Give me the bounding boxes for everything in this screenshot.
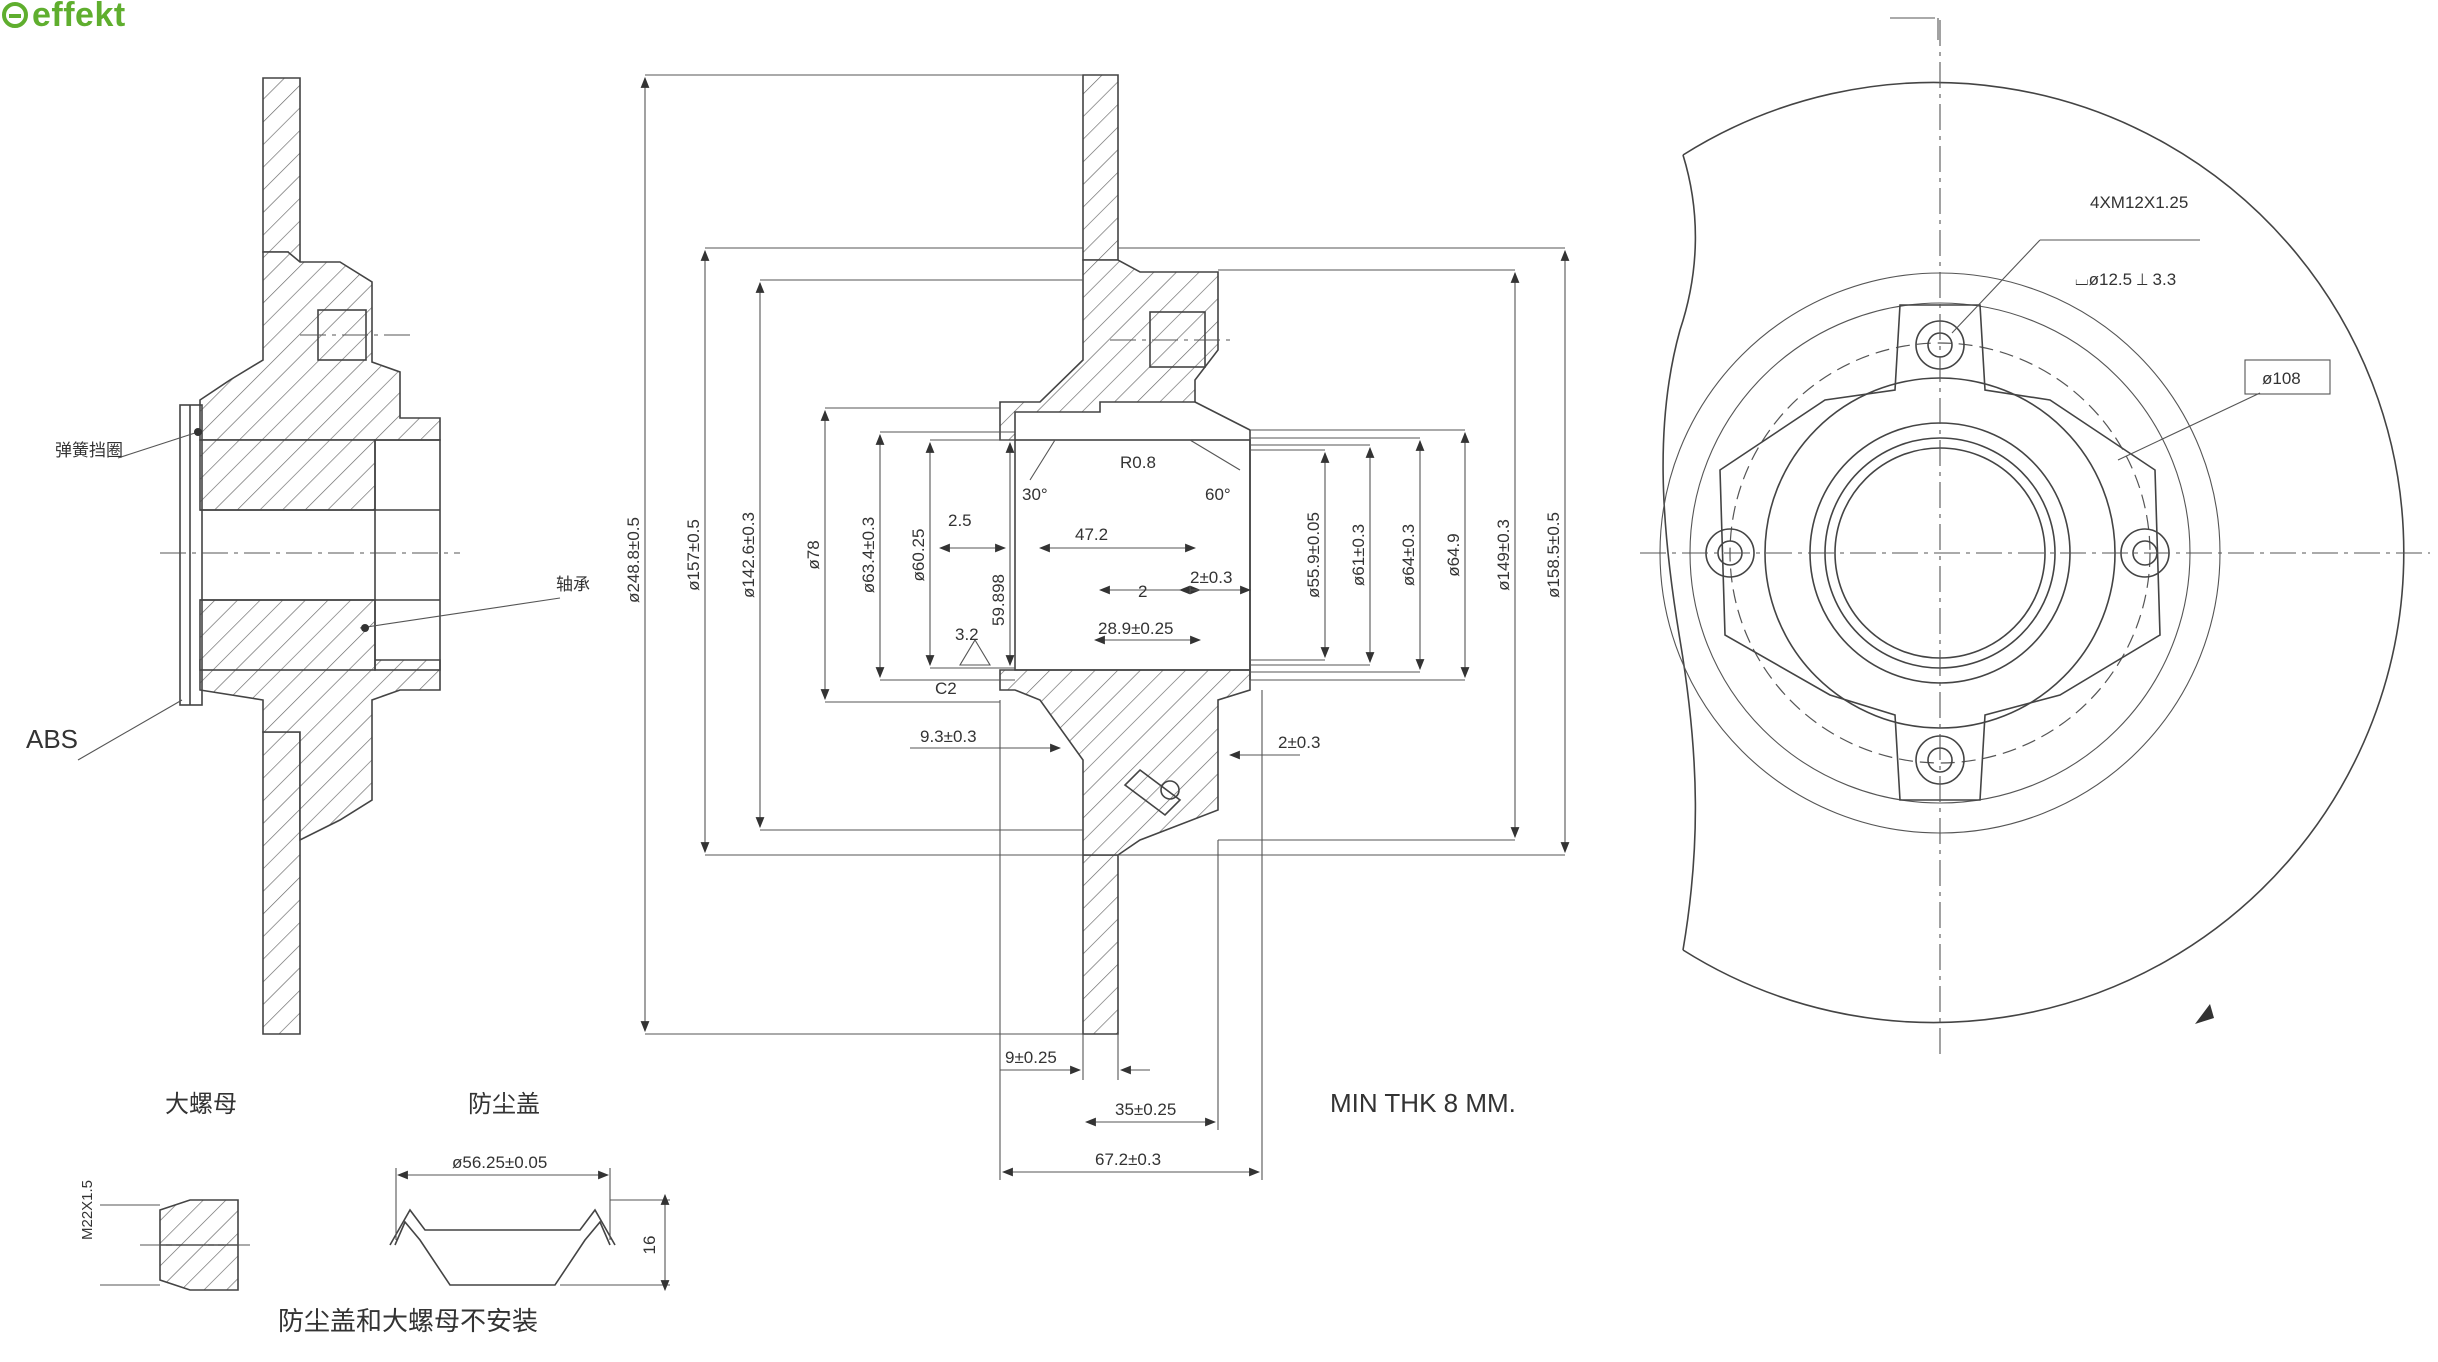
dim-nut: M22X1.5 <box>79 1180 96 1240</box>
label-bearing: 轴承 <box>556 575 590 594</box>
brand-logo: effekt <box>2 0 126 34</box>
dim-l2: 2 <box>1138 582 1147 601</box>
dust-cap-detail <box>389 1168 670 1292</box>
dim-d10: ø64±0.3 <box>1399 524 1418 586</box>
brand-logo-icon <box>2 2 28 28</box>
dim-rough: 3.2 <box>955 625 979 644</box>
dim-d8: ø55.9±0.05 <box>1304 512 1323 598</box>
dim-d2: ø157±0.5 <box>684 519 703 591</box>
label-abs: ABS <box>26 724 78 754</box>
dim-l5: 9.3±0.3 <box>920 727 977 746</box>
right-front-view <box>1640 17 2430 1060</box>
dim-d3: ø142.6±0.3 <box>739 512 758 598</box>
brand-name: effekt <box>32 0 126 34</box>
dim-d1: ø248.8±0.5 <box>624 517 643 603</box>
dim-cap-d: ø56.25±0.05 <box>452 1153 547 1172</box>
center-horizontal-dim-labels: 2.5 R0.8 30° 60° 47.2 2 2±0.3 28.9±0.25 … <box>920 453 1320 1169</box>
label-bolt-spec: 4XM12X1.25 <box>2090 193 2188 212</box>
center-vertical-dim-labels: ø248.8±0.5 ø157±0.5 ø142.6±0.3 ø78 ø63.4… <box>624 512 1563 626</box>
dim-d9: ø61±0.3 <box>1349 524 1368 586</box>
dim-ch1: 2.5 <box>948 511 972 530</box>
dim-cap-h: 16 <box>640 1236 659 1255</box>
label-circlip: 弹簧挡圈 <box>55 441 123 460</box>
dim-d5: ø63.4±0.3 <box>859 517 878 593</box>
dim-l1: 47.2 <box>1075 525 1108 544</box>
dim-r1: R0.8 <box>1120 453 1156 472</box>
dim-l7: 9±0.25 <box>1005 1048 1057 1067</box>
dim-d11: ø64.9 <box>1444 533 1463 576</box>
label-big-nut: 大螺母 <box>165 1091 237 1118</box>
dim-d13: ø158.5±0.5 <box>1544 512 1563 598</box>
dim-c2: C2 <box>935 679 957 698</box>
nut-detail <box>100 1199 250 1291</box>
left-section-view <box>77 77 561 1035</box>
label-counterbore: ⌴ø12.5 ⟂ 3.3 <box>2075 270 2176 289</box>
dim-l3: 2±0.3 <box>1190 568 1232 587</box>
dim-d4: ø78 <box>804 540 823 569</box>
dim-d6: ø60.25 <box>909 529 928 582</box>
dim-a2: 60° <box>1205 485 1231 504</box>
label-pcd: ø108 <box>2262 369 2301 388</box>
dim-a1: 30° <box>1022 485 1048 504</box>
dim-d7: 59.898 <box>989 574 1008 626</box>
note-min-thickness: MIN THK 8 MM. <box>1330 1088 1516 1118</box>
center-section-view <box>640 74 1570 1180</box>
dim-l9: 67.2±0.3 <box>1095 1150 1161 1169</box>
dim-l8: 35±0.25 <box>1115 1100 1176 1119</box>
label-dust-cap: 防尘盖 <box>468 1091 540 1118</box>
dim-d12: ø149±0.3 <box>1494 519 1513 591</box>
note-not-installed: 防尘盖和大螺母不安装 <box>278 1306 538 1336</box>
dim-l4: 28.9±0.25 <box>1098 619 1174 638</box>
dim-l6: 2±0.3 <box>1278 733 1320 752</box>
